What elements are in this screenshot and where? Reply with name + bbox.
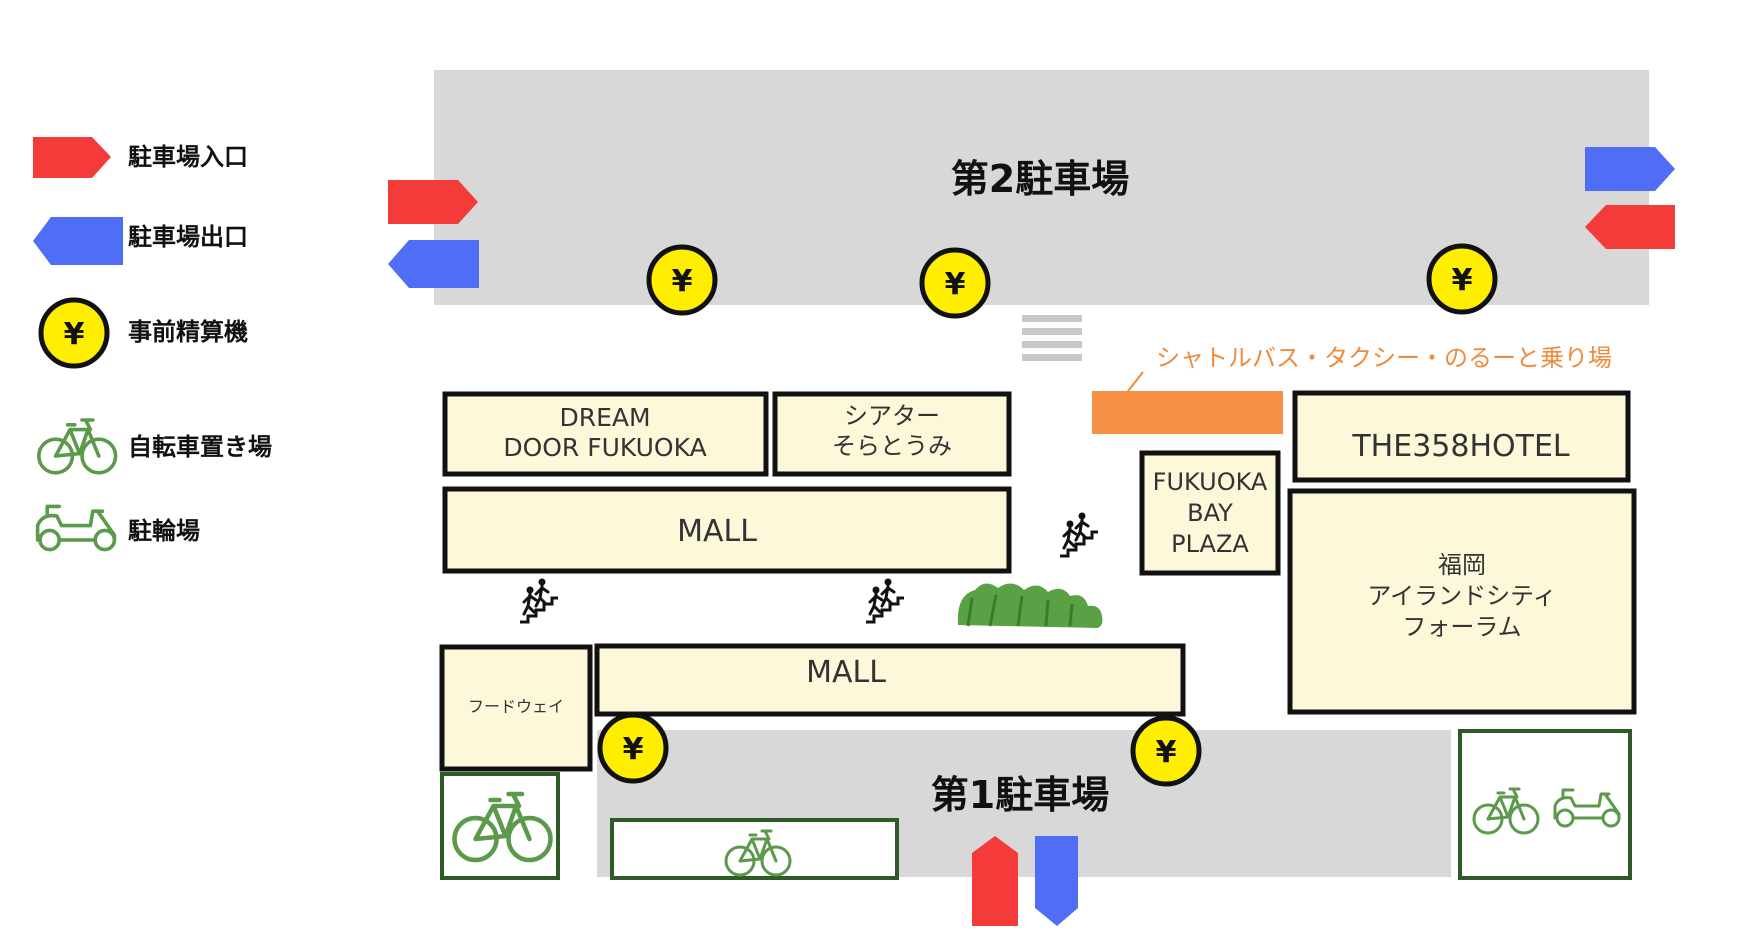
building-mall-lower: MALL [594,643,1186,717]
yen-icon [1130,715,1202,787]
bay-plaza-line3: PLAZA [1171,530,1249,558]
building-mall-upper: MALL [442,486,1012,574]
legend-payment-label: 事前精算機 [128,318,248,346]
exit-arrow-icon [1035,836,1078,926]
building-forum: 福岡 アイランドシティ フォーラム [1287,488,1637,715]
bicycle-motorbike-parking-right [1458,729,1632,880]
forum-line2: アイランドシティ [1367,582,1556,610]
building-theater: シアター そらとうみ [772,391,1012,477]
building-foodway: フードウェイ [439,644,593,772]
yen-icon [919,247,991,319]
theater-line2: そらとうみ [832,432,952,460]
entrance-arrow-icon [33,137,111,178]
exit-arrow-icon [1585,147,1675,191]
payment-machine: ¥ [1426,243,1498,315]
yen-icon [646,244,718,316]
scooter-icon [35,504,117,552]
legend: 駐車場入口 駐車場出口 ¥ 事前精算機 自転車置き場 駐輪場 [33,137,272,552]
bicycle-icon [36,418,118,475]
legend-motorbike: 駐輪場 [35,504,200,552]
shrub-icon [957,583,1103,628]
lot-2-title: 第2駐車場 [951,157,1129,201]
payment-machine: ¥ [597,712,669,784]
yen-symbol: ¥ [945,267,966,302]
shuttle-stop-area [1092,391,1283,434]
payment-machine: ¥ [646,244,718,316]
foodway-label: フードウェイ [468,697,564,716]
payment-machine: ¥ [919,247,991,319]
forum-line3: フォーラム [1402,613,1521,641]
legend-entrance: 駐車場入口 [33,137,248,178]
hotel-label: THE358HOTEL [1351,429,1570,464]
exit-arrow-icon [388,240,479,288]
payment-machine: ¥ [1130,715,1202,787]
yen-symbol: ¥ [64,317,85,352]
bay-plaza-line1: FUKUOKA [1153,468,1268,496]
bicycle-parking-left [440,772,560,880]
exit-arrow-icon [33,217,123,265]
yen-icon [597,712,669,784]
legend-exit-label: 駐車場出口 [128,223,248,251]
yen-icon [38,297,110,369]
bay-plaza-line2: BAY [1187,499,1233,527]
mall-lower-label: MALL [806,655,886,690]
stairs-icon [518,577,560,624]
building-bay-plaza: FUKUOKA BAY PLAZA [1139,450,1281,576]
stairs-icon [864,577,906,624]
yen-symbol: ¥ [1156,735,1177,770]
crosswalk-icon [1022,315,1082,361]
yen-icon [1426,243,1498,315]
entrance-arrow-icon [1585,205,1675,249]
legend-bicycle-label: 自転車置き場 [128,433,272,461]
shuttle-stop-label: シャトルバス・タクシー・のるーと乗り場 [1156,344,1612,372]
legend-bicycle: 自転車置き場 [36,418,272,475]
entrance-arrow-icon [972,836,1018,926]
stairs-icon [1058,511,1100,558]
bicycle-parking-lot1 [610,818,899,880]
yen-symbol: ¥ [672,264,693,299]
yen-symbol: ¥ [1452,263,1473,298]
theater-line1: シアター [844,402,940,430]
mall-upper-label: MALL [677,514,757,549]
shuttle-stop: シャトルバス・タクシー・のるーと乗り場 [1092,344,1612,434]
yen-symbol: ¥ [623,732,644,767]
building-dream-door: DREAM DOOR FUKUOKA [442,391,769,477]
dream-door-line2: DOOR FUKUOKA [503,433,706,462]
forum-line1: 福岡 [1438,551,1486,579]
building-hotel: THE358HOTEL [1292,390,1631,483]
legend-payment: ¥ 事前精算機 [38,297,248,369]
dream-door-line1: DREAM [559,403,650,432]
lot-1-title: 第1駐車場 [931,773,1109,817]
entrance-arrow-icon [388,180,478,224]
legend-exit: 駐車場出口 [33,217,248,265]
legend-entrance-label: 駐車場入口 [128,143,248,171]
legend-motorbike-label: 駐輪場 [128,517,200,545]
